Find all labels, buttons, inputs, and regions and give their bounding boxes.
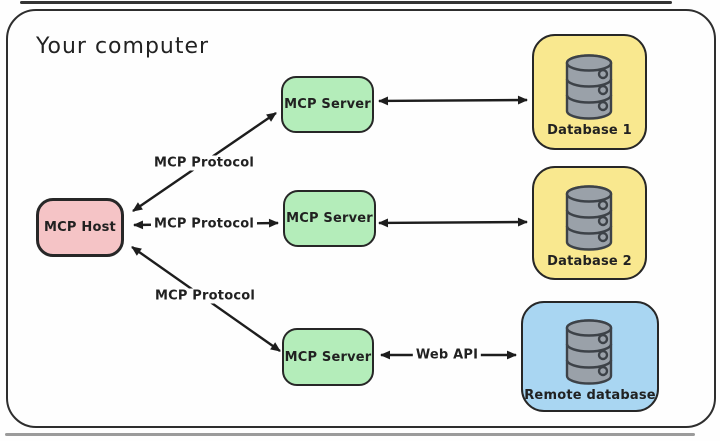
node-label: MCP Server [284, 349, 372, 365]
node-database-1: Database 1 [532, 34, 647, 150]
node-remote-database: Remote database [521, 301, 659, 412]
node-label: Remote database [524, 387, 656, 403]
node-mcp-server-2: MCP Server [283, 190, 376, 247]
node-database-2: Database 2 [532, 166, 647, 280]
cropped-frame-edge-bottom [5, 433, 695, 436]
your-computer-boundary [6, 9, 716, 428]
node-label: MCP Host [44, 220, 116, 235]
node-label: MCP Server [286, 211, 373, 226]
node-label: MCP Server [284, 97, 371, 112]
node-mcp-server-1: MCP Server [281, 76, 374, 133]
database-icon [565, 318, 613, 385]
database-icon [565, 185, 612, 251]
node-mcp-server-3: MCP Server [282, 328, 374, 386]
node-mcp-host: MCP Host [36, 198, 124, 257]
edge-label-mcp-protocol-2: MCP Protocol [150, 216, 258, 232]
node-label: Database 2 [547, 254, 632, 269]
edge-label-mcp-protocol-3: MCP Protocol [151, 288, 259, 304]
edge-label-mcp-protocol-1: MCP Protocol [150, 155, 258, 171]
node-label: Database 1 [547, 123, 632, 138]
diagram-title: Your computer [36, 34, 210, 59]
cropped-frame-edge-top [20, 1, 672, 4]
database-icon [565, 54, 612, 120]
edge-label-web-api: Web API [412, 347, 482, 363]
